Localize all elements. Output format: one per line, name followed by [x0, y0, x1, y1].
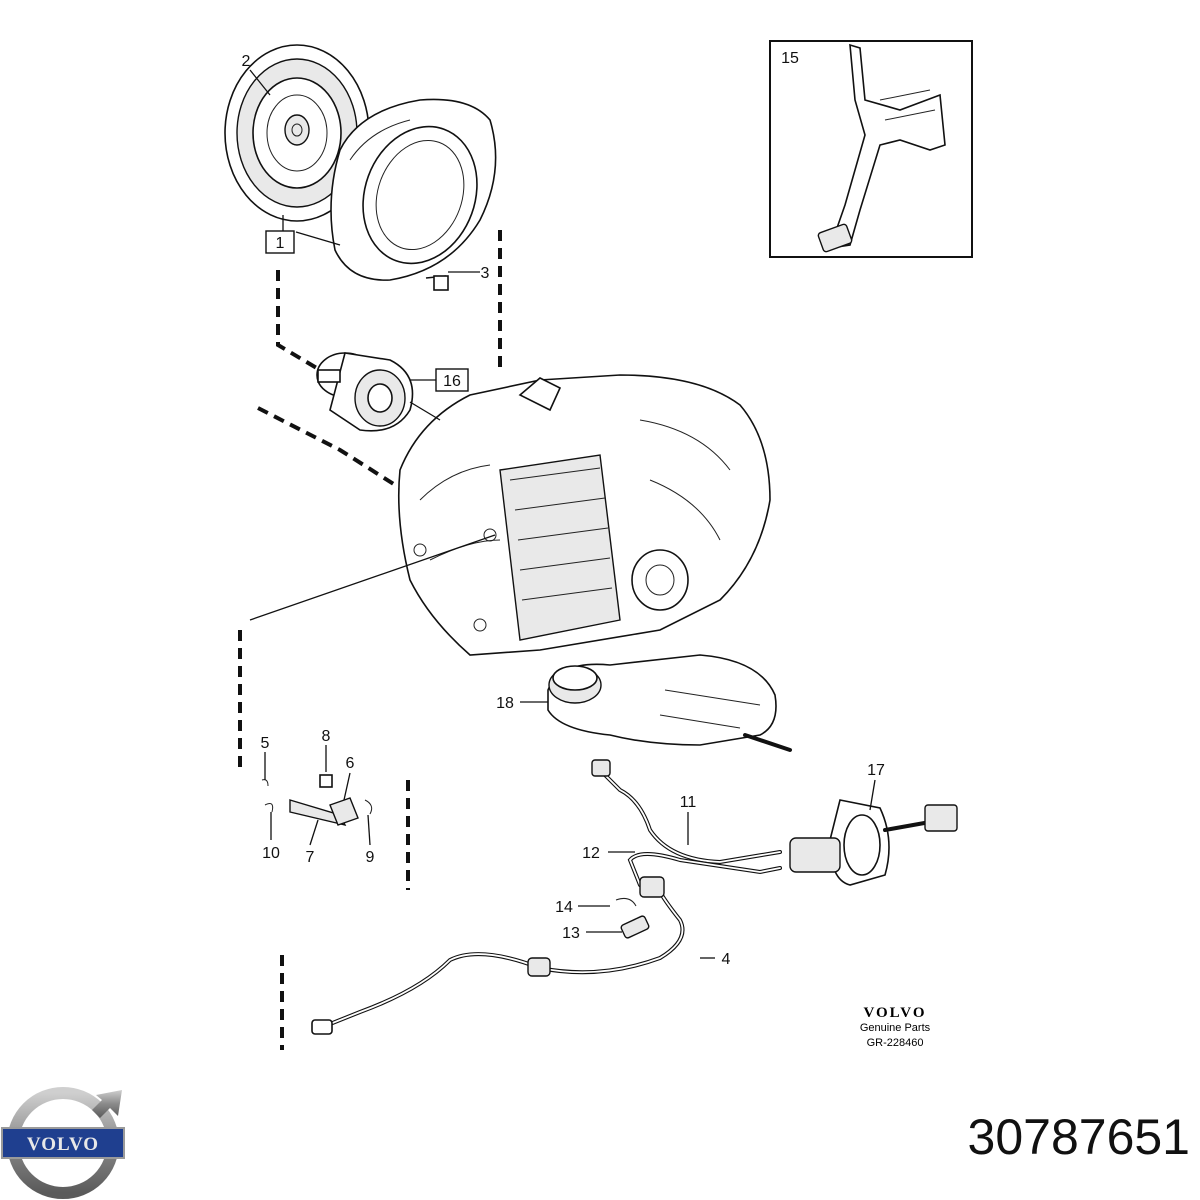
- leader-lines: [249, 69, 876, 959]
- caption-subtitle: Genuine Parts: [860, 1022, 931, 1034]
- release-bearing: [316, 352, 414, 432]
- hydraulic-line: [311, 876, 685, 1035]
- callout-box: [435, 368, 469, 392]
- pressure-pipe: [627, 852, 782, 887]
- master-cylinder: [789, 799, 958, 886]
- callout-4: 4: [722, 951, 731, 968]
- logo-word: VOLVO: [27, 1134, 99, 1155]
- pedal-inset: [769, 40, 973, 258]
- caption-brand: VOLVO: [863, 1005, 926, 1021]
- callout-2: 2: [242, 53, 251, 70]
- connector: [615, 898, 650, 939]
- callout-18: 18: [496, 695, 514, 712]
- callout-13: 13: [562, 925, 580, 942]
- supply-hose: [591, 759, 782, 865]
- callout-5: 5: [261, 735, 270, 752]
- callout-17: 17: [867, 762, 885, 779]
- bolt: [425, 275, 449, 291]
- callout-1: 1: [276, 235, 285, 252]
- bleed-valve-group: [261, 774, 373, 827]
- pressure-plate: [330, 98, 497, 281]
- callout-8: 8: [322, 728, 331, 745]
- callout-16: 16: [443, 373, 461, 390]
- callout-12: 12: [582, 845, 600, 862]
- callout-6: 6: [346, 755, 355, 772]
- volvo-iron-mark-icon: VOLVO: [1, 1087, 125, 1199]
- callout-7: 7: [306, 849, 315, 866]
- callout-15: 15: [781, 50, 799, 67]
- caption-code: GR-228460: [867, 1037, 924, 1049]
- assembly-line: [257, 406, 402, 490]
- gearbox: [397, 374, 771, 656]
- callout-3: 3: [481, 265, 490, 282]
- assembly-line: [276, 270, 322, 372]
- callout-14: 14: [555, 899, 573, 916]
- fluid-reservoir: [547, 654, 792, 752]
- callout-box: [265, 230, 295, 254]
- callouts: 1 2 3 4 5 6 7 8 9 10 11 12 13 14 15 16 1…: [242, 50, 885, 968]
- diagram-caption: VOLVO Genuine Parts GR-228460: [860, 1005, 931, 1049]
- callout-11: 11: [680, 794, 697, 811]
- part-number: 30787651: [967, 1109, 1190, 1165]
- callout-10: 10: [262, 845, 280, 862]
- callout-9: 9: [366, 849, 375, 866]
